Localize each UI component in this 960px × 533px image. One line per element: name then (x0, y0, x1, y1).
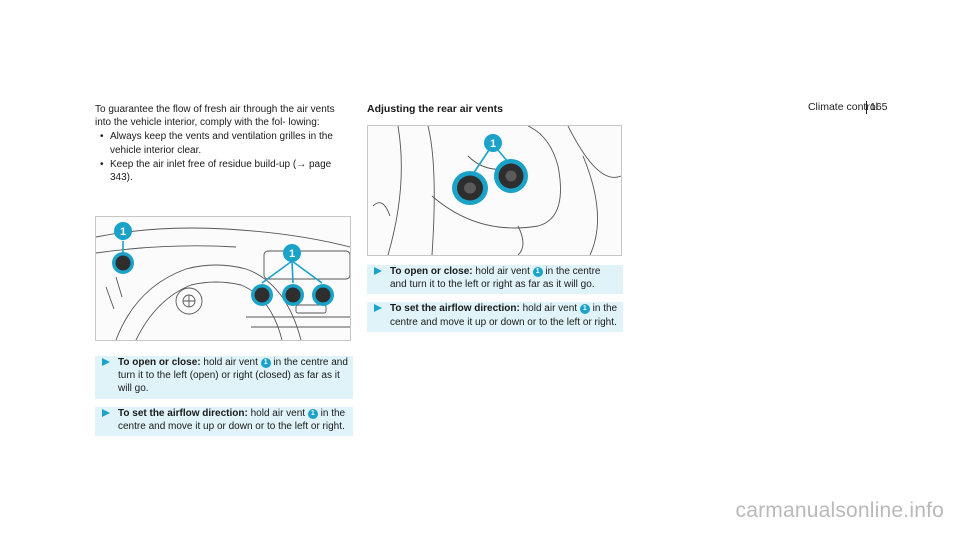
right-instruction-steps: To open or close: hold air vent 1 in the… (367, 265, 623, 340)
step-arrow-icon (102, 408, 110, 417)
reference-badge: 1 (307, 408, 318, 419)
reference-badge: 1 (579, 304, 590, 315)
step-text: in the centre and move it up or down or … (118, 407, 346, 432)
header-divider (866, 101, 867, 114)
step-text: in the centre and turn it to the left or… (390, 266, 601, 291)
step-lead: To set the airflow direction: (118, 407, 248, 419)
intro-block: To guarantee the flow of fresh air throu… (95, 103, 353, 185)
step-text: in the centre and move it up or down or … (390, 303, 618, 328)
step-text: hold air vent (247, 407, 308, 419)
step-text: hold air vent (472, 266, 533, 277)
instruction-step: To set the airflow direction: hold air v… (95, 406, 353, 436)
bullet-item: Always keep the vents and ventilation gr… (95, 130, 353, 156)
left-instruction-steps: To open or close: hold air vent 1 in the… (95, 356, 353, 444)
callout-number: 1 (289, 248, 295, 260)
reference-badge: 1 (532, 267, 543, 277)
instruction-step: To open or close: hold air vent 1 in the… (367, 265, 623, 295)
dashboard-air-vents-illustration: 1 1 (95, 216, 351, 341)
rear-air-vents-illustration: 1 (367, 125, 622, 256)
instruction-step: To open or close: hold air vent 1 in the… (95, 356, 353, 399)
step-text: hold air vent (200, 357, 261, 368)
step-arrow-icon (374, 267, 382, 275)
section-heading: Adjusting the rear air vents (367, 103, 503, 115)
watermark-text: carmanualsonline.info (735, 499, 944, 523)
instruction-step: To set the airflow direction: hold air v… (367, 302, 623, 332)
step-lead: To open or close: (118, 357, 201, 368)
callout-number: 1 (120, 226, 126, 238)
page-header-title: Climate control (807, 101, 878, 113)
step-arrow-icon (374, 304, 382, 313)
step-text: hold air vent (519, 303, 580, 315)
step-arrow-icon (102, 358, 110, 366)
step-text: in the centre and turn it to the left (o… (118, 357, 348, 395)
page-number: 165 (870, 101, 888, 113)
reference-badge: 1 (260, 358, 271, 368)
intro-bullet-list: Always keep the vents and ventilation gr… (95, 130, 353, 184)
bullet-item: Keep the air inlet free of residue build… (95, 158, 353, 184)
callout-number: 1 (490, 138, 496, 150)
intro-paragraph: To guarantee the flow of fresh air throu… (95, 104, 335, 129)
step-lead: To open or close: (390, 266, 473, 277)
step-lead: To set the airflow direction: (390, 303, 520, 315)
